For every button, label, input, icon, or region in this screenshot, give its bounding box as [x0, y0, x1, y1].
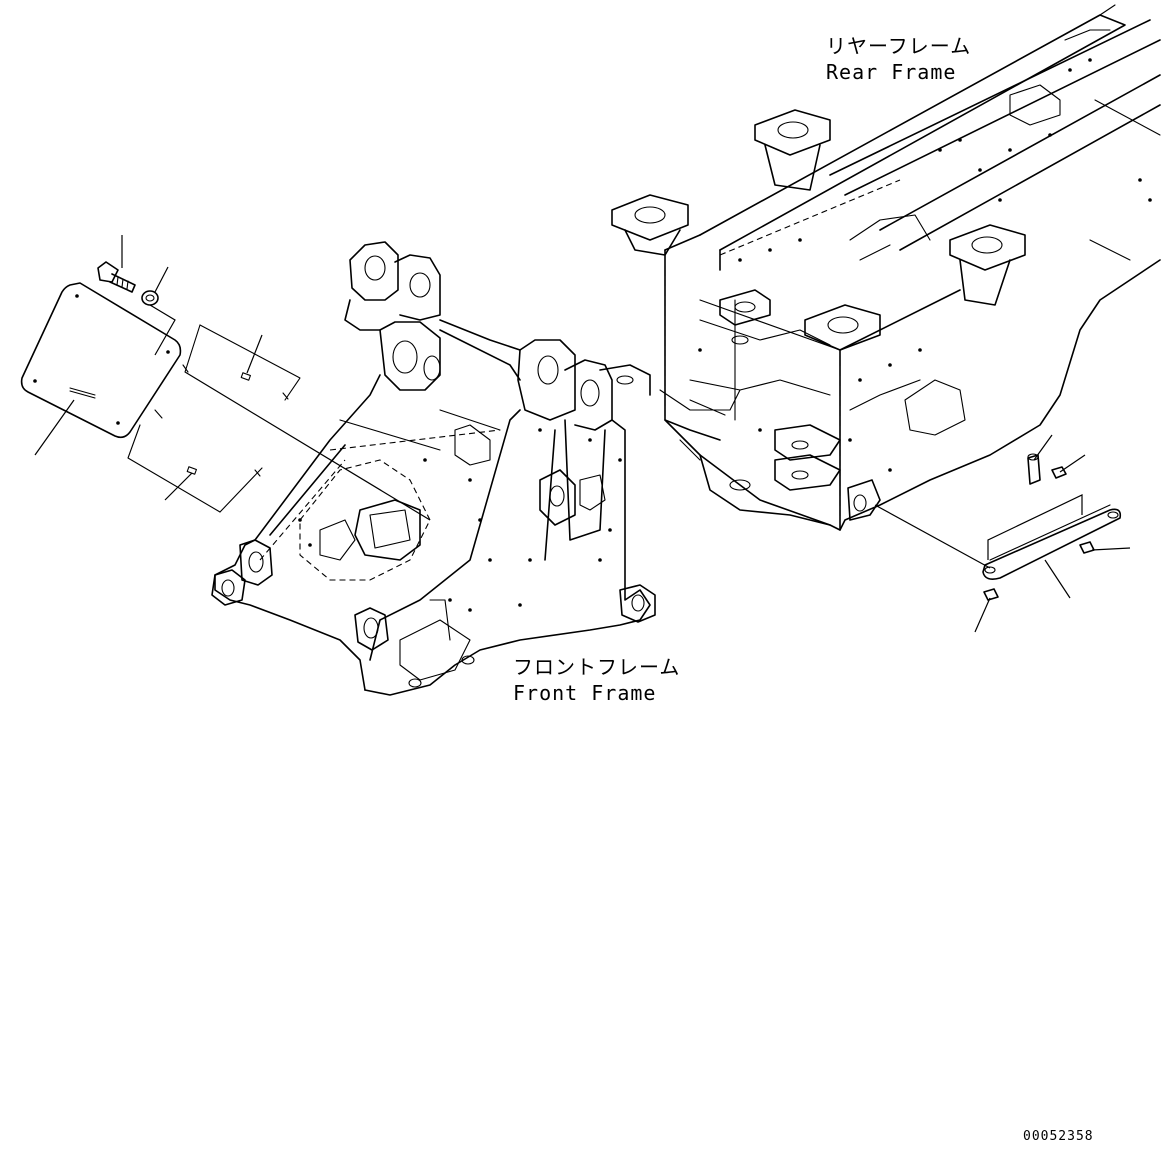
rear-frame [611, 4, 1161, 531]
drawing-number: 00052358 [1023, 1129, 1094, 1144]
front-frame-label-jp: フロントフレーム [513, 655, 680, 679]
front-frame [211, 241, 656, 696]
rear-frame-label-jp: リヤーフレーム [826, 34, 971, 58]
leader-lines [34, 235, 1131, 633]
front-frame-label-en: Front Frame [513, 681, 656, 705]
rear-frame-label-en: Rear Frame [826, 60, 956, 84]
link-bar-assembly [874, 453, 1122, 601]
cover-plate-assembly [20, 261, 431, 521]
